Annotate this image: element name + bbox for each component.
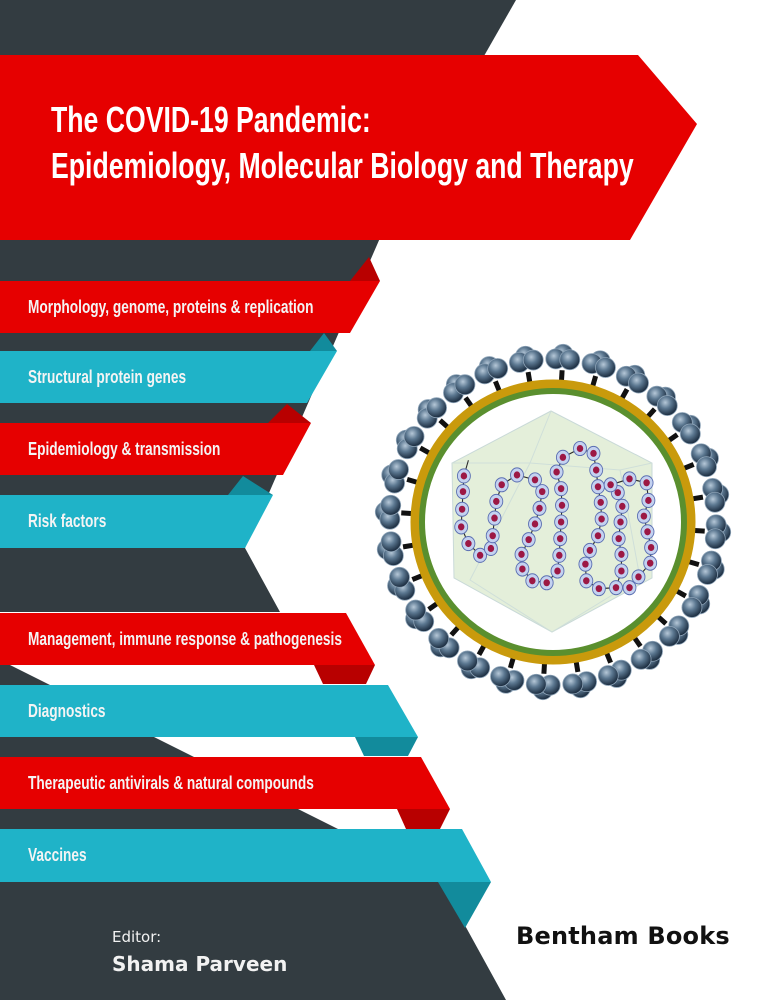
ribbon-fold-6 — [355, 737, 418, 756]
ribbon-label-structural-protein-genes: Structural protein genes — [28, 367, 187, 387]
book-title: The COVID-19 Pandemic: Epidemiology, Mol… — [51, 97, 634, 189]
ribbon-fold-2 — [310, 333, 337, 351]
ribbon-label-risk-factors: Risk factors — [28, 511, 107, 531]
ribbon-fold-1 — [350, 257, 380, 281]
ribbon-shape-5 — [0, 613, 375, 665]
ribbon-shape-7 — [0, 757, 450, 809]
ribbon-fold-3 — [268, 404, 311, 423]
ribbon-shape-8 — [0, 829, 491, 882]
dark-panel-top — [0, 0, 516, 56]
ribbon-shape-4 — [0, 495, 273, 548]
publisher-logo-text: Bentham Books — [516, 922, 730, 950]
editor-name: Shama Parveen — [112, 952, 288, 976]
ribbon-label-vaccines: Vaccines — [28, 845, 87, 865]
title-banner — [0, 55, 697, 240]
ribbon-fold-5 — [314, 665, 375, 684]
ribbon-shape-3 — [0, 423, 311, 475]
genome-strand — [454, 440, 659, 597]
envelope-ring-inner — [419, 388, 687, 656]
ribbon-label-diagnostics: Diagnostics — [28, 701, 106, 721]
book-title-line-2: Epidemiology, Molecular Biology and Ther… — [51, 145, 634, 186]
ribbon-label-management: Management, immune response & pathogenes… — [28, 629, 342, 649]
ribbon-shape-2 — [0, 351, 337, 403]
ribbon-shape-1 — [0, 281, 380, 333]
coronavirus-particle-icon — [374, 343, 732, 701]
book-title-line-1: The COVID-19 Pandemic: — [51, 99, 371, 140]
editor-label: Editor: — [112, 928, 162, 946]
ribbon-shape-6 — [0, 685, 418, 737]
ribbon-label-morphology: Morphology, genome, proteins & replicati… — [28, 297, 314, 317]
ribbon-fold-7 — [397, 809, 450, 829]
ribbon-fold-8 — [438, 882, 491, 928]
ribbon-label-epidemiology: Epidemiology & transmission — [28, 439, 221, 459]
ribbon-fold-4 — [228, 476, 273, 495]
envelope-ring-outer — [410, 379, 696, 665]
ribbon-label-therapeutics: Therapeutic antivirals & natural compoun… — [28, 773, 314, 793]
